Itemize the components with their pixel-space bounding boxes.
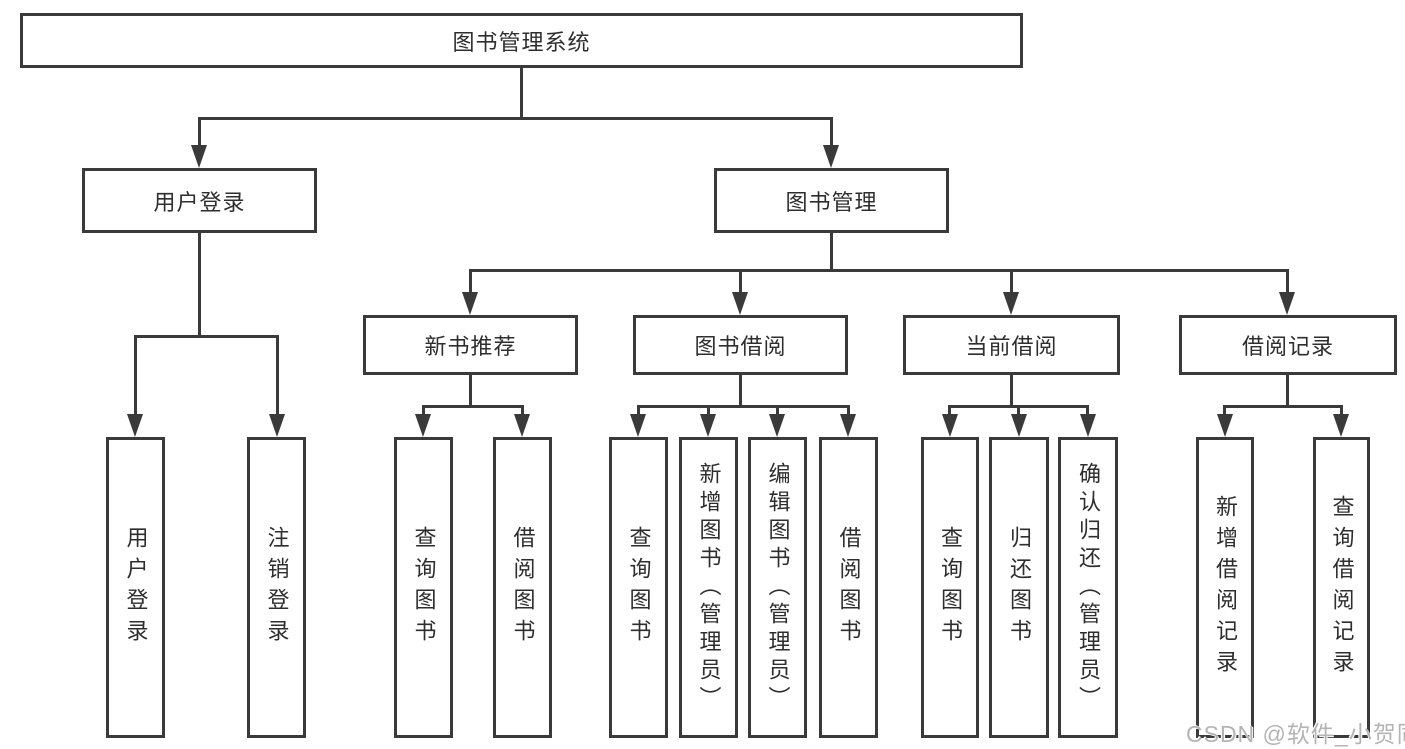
leaf-query-borrow-record-label: 查询借阅记录 [1329, 494, 1355, 681]
connector-records-rail [1223, 405, 1342, 408]
leaf-confirm-return-admin-label: 确认归还（管理员） [1076, 461, 1101, 714]
arrowhead [415, 414, 431, 437]
arrowhead [1080, 414, 1096, 437]
arrowhead [191, 145, 207, 168]
leaf-query-books-new-label: 查询图书 [411, 525, 437, 650]
node-book-borrowing-label: 图书借阅 [694, 334, 787, 359]
arrowhead [769, 414, 785, 437]
connector-drop-current [1010, 269, 1013, 294]
leaf-borrow-books-borrowing-label: 借阅图书 [836, 525, 862, 650]
leaf-borrow-books-borrowing: 借阅图书 [819, 437, 878, 738]
connector-current-trunk [1010, 375, 1013, 408]
connector-drop [776, 405, 779, 417]
node-user-login-label: 用户登录 [153, 189, 246, 215]
arrowhead [840, 414, 856, 437]
node-user-login: 用户登录 [82, 168, 317, 233]
leaf-return-books: 归还图书 [989, 437, 1049, 738]
leaf-query-books-borrowing: 查询图书 [609, 437, 668, 738]
arrowhead [462, 292, 478, 315]
connector-level2-rail [198, 117, 833, 120]
leaf-add-book-admin: 新增图书（管理员） [679, 437, 738, 738]
node-borrowing-records-label: 借阅记录 [1241, 334, 1334, 359]
leaf-add-borrow-record: 新增借阅记录 [1196, 437, 1254, 738]
leaf-add-book-admin-label: 新增图书（管理员） [696, 461, 722, 714]
arrowhead [1217, 414, 1233, 437]
arrowhead [732, 292, 748, 315]
connector-drop-book-mgmt [830, 117, 833, 147]
arrowhead [630, 414, 646, 437]
leaf-add-borrow-record-label: 新增借阅记录 [1213, 494, 1238, 681]
connector-drop-user-login [198, 117, 201, 147]
leaf-logout-label: 注销登录 [264, 525, 290, 650]
leaf-return-books-label: 归还图书 [1007, 525, 1032, 650]
connector-drop [1086, 405, 1089, 417]
node-book-borrowing: 图书借阅 [633, 315, 848, 375]
connector-drop [707, 405, 710, 417]
connector-drop-new-books [469, 269, 472, 294]
arrowhead [1011, 414, 1027, 437]
connector-new-books-trunk [469, 375, 472, 408]
connector-borrowing-rail [637, 405, 850, 408]
connector-drop-records [1286, 269, 1289, 294]
leaf-borrow-books-new-label: 借阅图书 [510, 525, 536, 650]
node-root-library-system: 图书管理系统 [20, 13, 1023, 68]
connector-drop [422, 405, 425, 417]
leaf-query-books-new: 查询图书 [394, 437, 453, 738]
leaf-query-books-current-label: 查询图书 [938, 525, 963, 650]
connector-user-login-rail [134, 335, 279, 338]
leaf-edit-book-admin: 编辑图书（管理员） [748, 437, 807, 738]
connector-drop-borrowing [739, 269, 742, 294]
connector-user-login-trunk [198, 233, 201, 338]
leaf-query-borrow-record: 查询借阅记录 [1313, 437, 1370, 738]
leaf-logout: 注销登录 [247, 437, 306, 738]
node-book-management: 图书管理 [714, 168, 949, 233]
node-borrowing-records: 借阅记录 [1179, 315, 1397, 375]
node-new-book-recommend-label: 新书推荐 [424, 334, 517, 359]
arrowhead [700, 414, 716, 437]
connector-borrowing-trunk [739, 375, 742, 408]
arrowhead [1279, 292, 1295, 315]
connector-root-trunk [520, 68, 523, 120]
arrowhead [269, 414, 285, 437]
arrowhead [1333, 414, 1349, 437]
connector-level3-rail [469, 269, 1288, 272]
connector-new-books-rail [422, 405, 524, 408]
arrowhead [1003, 292, 1019, 315]
csdn-watermark: CSDN @软件_小贺同学 [1186, 721, 1405, 747]
node-current-borrowing: 当前借阅 [903, 315, 1120, 375]
connector-drop [521, 405, 524, 417]
leaf-confirm-return-admin: 确认归还（管理员） [1058, 437, 1118, 738]
connector-drop [1223, 405, 1226, 417]
arrowhead [127, 414, 143, 437]
node-new-book-recommend: 新书推荐 [363, 315, 578, 375]
connector-records-trunk [1286, 375, 1289, 408]
leaf-borrow-books-new: 借阅图书 [493, 437, 552, 738]
connector-drop [1340, 405, 1343, 417]
node-current-borrowing-label: 当前借阅 [965, 334, 1058, 359]
arrowhead [942, 414, 958, 437]
connector-drop [637, 405, 640, 417]
leaf-edit-book-admin-label: 编辑图书（管理员） [765, 461, 791, 714]
node-root-label: 图书管理系统 [452, 29, 591, 55]
connector-drop [1017, 405, 1020, 417]
node-book-management-label: 图书管理 [785, 189, 878, 215]
connector-book-mgmt-trunk [830, 233, 833, 272]
leaf-user-login-label: 用户登录 [123, 525, 149, 650]
arrowhead [823, 145, 839, 168]
connector-drop [948, 405, 951, 417]
connector-drop-leaf-user-login [134, 335, 137, 417]
connector-drop-leaf-logout [276, 335, 279, 417]
arrowhead [514, 414, 530, 437]
connector-drop [847, 405, 850, 417]
leaf-user-login: 用户登录 [106, 437, 165, 738]
leaf-query-books-borrowing-label: 查询图书 [626, 525, 652, 650]
leaf-query-books-current: 查询图书 [921, 437, 979, 738]
